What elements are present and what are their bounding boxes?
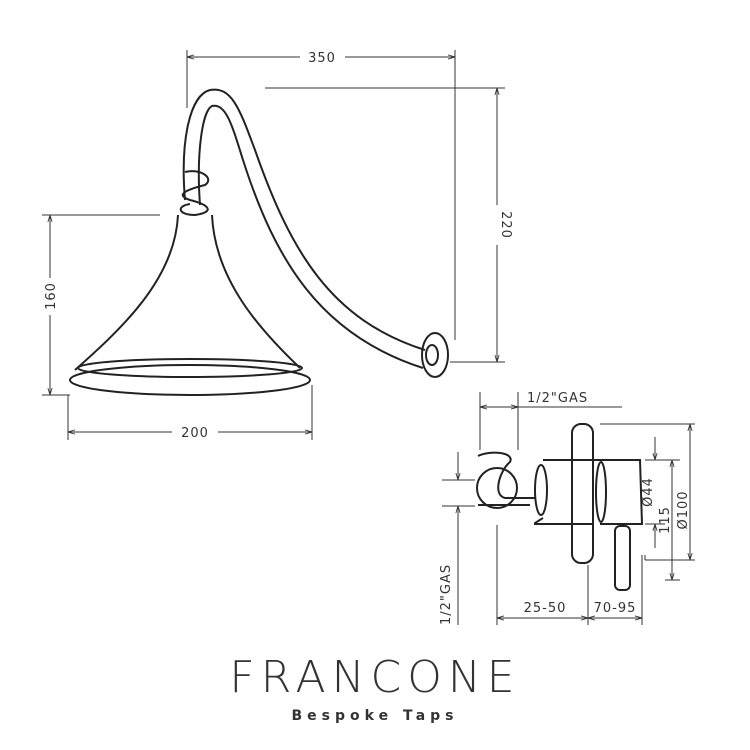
valve-dimensions [442, 392, 695, 625]
shower-head [69, 88, 449, 396]
brand-tagline: Bespoke Taps [291, 708, 459, 724]
shower-dimensions [42, 50, 505, 440]
wall-flange [421, 332, 449, 378]
dim-handle-range: 70-95 [594, 601, 637, 616]
dim-depth-range: 25-50 [524, 601, 567, 616]
dim-arm-height: 220 [498, 211, 513, 239]
lever-handle [614, 525, 631, 591]
valve-body [534, 459, 644, 525]
dim-arm-length: 350 [308, 51, 336, 66]
dim-head-diameter: 200 [181, 426, 209, 441]
brand-logo: FRANCONE [229, 652, 521, 703]
dim-body-diameter: Ø44 [641, 477, 656, 507]
dim-plate-diameter: Ø100 [676, 490, 691, 529]
wall-plate [571, 423, 594, 564]
dim-inlet-top: 1/2"GAS [527, 391, 588, 406]
dim-head-height: 160 [44, 282, 59, 310]
shower-cone [74, 214, 301, 371]
dim-inlet-side: 1/2"GAS [439, 564, 454, 625]
shower-rim [69, 364, 311, 396]
dim-height: 115 [658, 506, 673, 534]
shower-arm [182, 88, 426, 369]
valve-inlet [476, 467, 518, 509]
spiral-connector [179, 170, 210, 217]
valve [476, 423, 644, 591]
